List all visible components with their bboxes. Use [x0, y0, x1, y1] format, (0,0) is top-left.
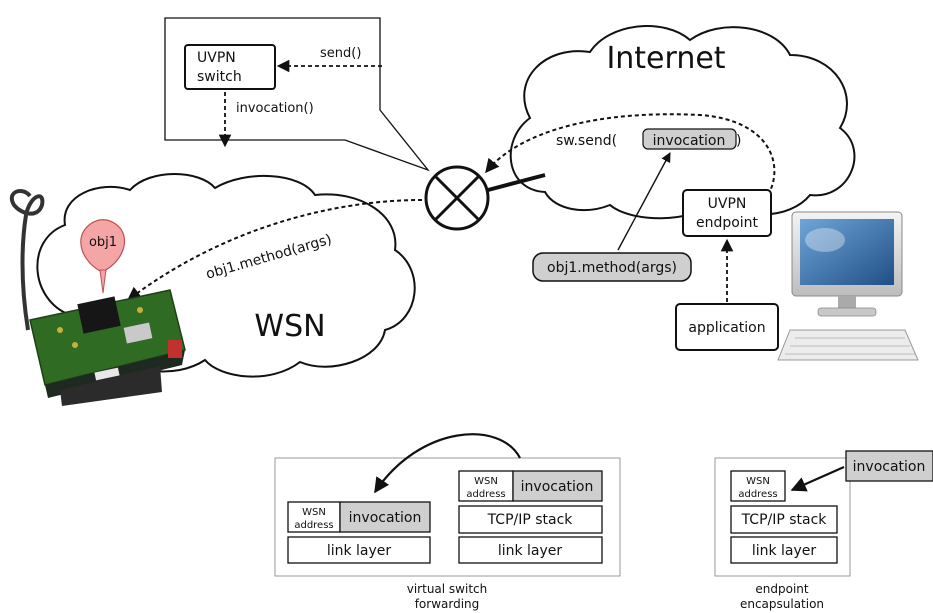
switch-link-line — [487, 173, 546, 192]
floating-invocation-cell — [845, 450, 933, 482]
ep-wsn-line1: WSN — [746, 476, 770, 487]
uvpn-endpoint-box — [682, 189, 772, 237]
ep-link-layer-label: link layer — [752, 543, 817, 559]
wsn-route-arrow — [126, 199, 423, 301]
send-label: send() — [320, 46, 361, 61]
sw-send-arg-box — [642, 128, 737, 150]
internet-label: Internet — [606, 41, 725, 76]
uvpn-switch-line1: UVPN — [197, 50, 236, 66]
right-tcp-label: TCP/IP stack — [487, 512, 574, 528]
left-link-layer-cell — [287, 536, 431, 564]
right-invocation-label: invocation — [521, 479, 594, 495]
ep-wsn-address-cell — [730, 470, 786, 502]
uvpn-switch-box — [184, 44, 276, 90]
method-pill-label: obj1.method(args) — [547, 260, 677, 276]
sw-send-suffix: ) — [736, 133, 741, 149]
left-wsn-line2: address — [294, 520, 333, 531]
method-pointer-arrow — [617, 152, 671, 251]
internet-route-arrow — [485, 113, 776, 196]
forwarding-arrow — [374, 433, 521, 494]
right-wsn-address-cell — [458, 470, 514, 502]
computer-icon — [777, 211, 919, 361]
right-link-layer-label: link layer — [498, 543, 563, 559]
uvpn-endpoint-line1: UVPN — [708, 196, 747, 212]
endpoint-caption-line2: encapsulation — [740, 597, 824, 611]
left-wsn-line1: WSN — [302, 507, 326, 518]
sw-send-prefix: sw.send( — [556, 133, 617, 149]
left-link-layer-label: link layer — [327, 543, 392, 559]
switch-forwarding-panel: WSN address invocation link layer WSN ad… — [274, 457, 621, 577]
left-invocation-cell — [339, 501, 431, 533]
right-wsn-line1: WSN — [474, 476, 498, 487]
method-pill — [532, 252, 692, 282]
encapsulation-arrow — [790, 465, 845, 492]
ep-wsn-line2: address — [738, 489, 777, 500]
switch-callout: UVPN switch send() invocation() — [164, 17, 430, 172]
ep-tcp-label: TCP/IP stack — [741, 512, 828, 528]
right-invocation-cell — [512, 470, 603, 502]
application-label: application — [688, 320, 765, 336]
invocation-label: invocation() — [236, 101, 314, 116]
application-box — [675, 303, 779, 351]
sensor-node-icon — [10, 189, 186, 406]
right-wsn-line2: address — [466, 489, 505, 500]
right-tcp-cell — [458, 505, 603, 534]
switch-caption-line2: forwarding — [415, 597, 480, 611]
uvpn-endpoint-line2: endpoint — [696, 215, 759, 231]
endpoint-caption-line1: endpoint — [755, 582, 809, 596]
sw-send-arg: invocation — [653, 133, 726, 149]
uvpn-switch-line2: switch — [197, 69, 242, 85]
internet-cloud: Internet — [509, 25, 856, 220]
switch-caption-line1: virtual switch — [407, 582, 488, 596]
left-invocation-label: invocation — [349, 510, 422, 526]
right-link-layer-cell — [458, 536, 603, 564]
floating-invocation-label: invocation — [853, 459, 926, 475]
ep-tcp-cell — [730, 505, 838, 534]
endpoint-encapsulation-panel: WSN address TCP/IP stack link layer — [714, 457, 851, 577]
wsn-label: WSN — [254, 309, 325, 344]
ep-link-layer-cell — [730, 536, 838, 564]
switch-symbol — [424, 165, 546, 231]
obj1-marker: obj1 — [80, 219, 125, 294]
obj1-label: obj1 — [89, 235, 117, 250]
